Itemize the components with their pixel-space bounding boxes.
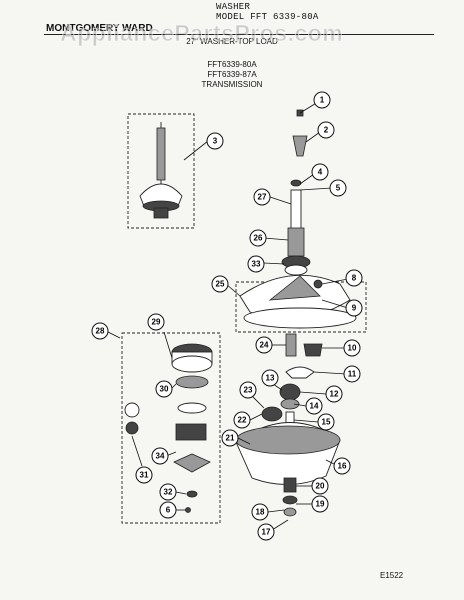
transmission-cover — [239, 274, 357, 329]
callout-23: 23 — [239, 381, 257, 399]
callout-label: 31 — [140, 471, 149, 480]
callout-26: 26 — [249, 229, 267, 247]
callout-3: 3 — [206, 132, 224, 150]
model-number-header: WASHER MODEL FFT 6339-80A — [216, 2, 319, 22]
callout-20: 20 — [311, 477, 329, 495]
gear-set — [261, 333, 323, 431]
product-subtitle: 27" WASHER-TOP LOAD — [186, 37, 278, 46]
callout-34: 34 — [151, 447, 169, 465]
callout-label: 14 — [310, 402, 319, 411]
nut-and-cap — [292, 109, 308, 157]
watermark: AppliancePartsPros.com — [59, 20, 344, 47]
model-variant-1: FFT6339-80A — [207, 60, 257, 69]
callout-label: 9 — [352, 304, 357, 313]
callout-label: 20 — [316, 482, 325, 491]
callout-label: 25 — [216, 280, 225, 289]
callout-label: 11 — [348, 370, 357, 379]
callout-label: 8 — [352, 274, 357, 283]
callout-17: 17 — [257, 523, 275, 541]
callout-30: 30 — [155, 380, 173, 398]
callout-label: 10 — [348, 344, 357, 353]
callout-label: 1 — [320, 96, 325, 105]
callout-2: 2 — [317, 121, 335, 139]
callout-33: 33 — [247, 255, 265, 273]
callout-5: 5 — [329, 179, 347, 197]
section-title: TRANSMISSION — [201, 80, 263, 89]
callout-label: 24 — [260, 341, 269, 350]
callout-12: 12 — [325, 385, 343, 403]
callout-label: 4 — [318, 168, 323, 177]
model-variant-2: FFT6339-87A — [207, 70, 257, 79]
callout-1: 1 — [313, 91, 331, 109]
callout-label: 13 — [266, 374, 275, 383]
agitator-shaft-assembly — [139, 122, 183, 219]
callout-label: 21 — [226, 434, 235, 443]
callout-label: 2 — [324, 126, 329, 135]
callout-28: 28 — [91, 322, 109, 340]
callout-31: 31 — [135, 466, 153, 484]
transmission-shaft — [281, 179, 311, 276]
callout-29: 29 — [147, 313, 165, 331]
callout-25: 25 — [211, 275, 229, 293]
callout-label: 6 — [166, 506, 171, 515]
brand-name: MONTGOMERY WARD — [46, 23, 153, 34]
callout-4: 4 — [311, 163, 329, 181]
callout-13: 13 — [261, 369, 279, 387]
callout-label: 18 — [256, 508, 265, 517]
callout-label: 27 — [258, 193, 267, 202]
callout-label: 30 — [160, 385, 169, 394]
callout-label: 28 — [96, 327, 105, 336]
callout-label: 5 — [336, 184, 341, 193]
callout-9: 9 — [345, 299, 363, 317]
callout-label: 17 — [262, 528, 271, 537]
callout-label: 23 — [244, 386, 253, 395]
callout-32: 32 — [159, 483, 177, 501]
callout-19: 19 — [311, 495, 329, 513]
callout-label: 16 — [338, 462, 347, 471]
callout-label: 29 — [152, 318, 161, 327]
callout-11: 11 — [343, 365, 361, 383]
callout-label: 32 — [164, 488, 173, 497]
callout-label: 19 — [316, 500, 325, 509]
callout-label: 33 — [252, 260, 261, 269]
callout-24: 24 — [255, 336, 273, 354]
diagram-reference-code: E1522 — [380, 571, 404, 580]
callout-label: 22 — [238, 416, 247, 425]
callout-27: 27 — [253, 188, 271, 206]
callout-label: 15 — [322, 418, 331, 427]
callout-10: 10 — [343, 339, 361, 357]
callout-16: 16 — [333, 457, 351, 475]
callout-8: 8 — [345, 269, 363, 287]
callout-15: 15 — [317, 413, 335, 431]
callout-label: 34 — [156, 452, 165, 461]
callout-label: 3 — [213, 137, 218, 146]
callout-6: 6 — [159, 501, 177, 519]
part-28-frame — [121, 332, 221, 524]
callout-18: 18 — [251, 503, 269, 521]
callout-label: 12 — [330, 390, 339, 399]
callout-label: 26 — [254, 234, 263, 243]
callout-21: 21 — [221, 429, 239, 447]
callout-22: 22 — [233, 411, 251, 429]
gearcase — [235, 422, 341, 517]
leader-lines — [107, 101, 349, 531]
callout-14: 14 — [305, 397, 323, 415]
part-3-frame — [127, 113, 195, 229]
header-divider — [44, 34, 434, 35]
